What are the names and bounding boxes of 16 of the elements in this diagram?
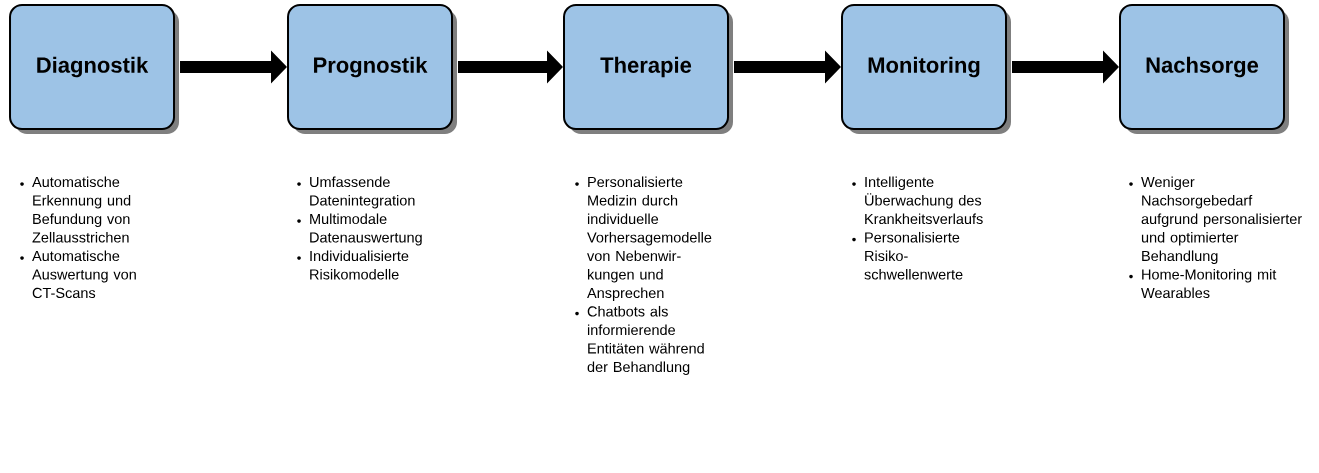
process-box: Monitoring xyxy=(841,4,1011,134)
bullet-item: Automatische Auswertung von CT-Scans xyxy=(32,250,136,299)
bullet-item: Weniger Nachsorgebedarf aufgrund personalisierter und optimierter Behandlung xyxy=(1141,176,1302,264)
bullet-item: Home-Monitoring mit Wearables xyxy=(1141,268,1277,299)
bullet-item: Personalisierte Risiko- schwellenwerte xyxy=(864,231,963,280)
process-box: Therapie xyxy=(563,4,733,134)
bullet-item: Chatbots als informierende Entitäten während der Behandlung xyxy=(587,305,704,375)
bullet-item: Umfassende Datenintegration xyxy=(310,176,415,209)
process-box: Nachsorge xyxy=(1119,4,1289,134)
bullet-item: Intelligente Überwachung des Krankheitsverlaufs xyxy=(865,176,983,225)
process-box: Prognostik xyxy=(287,4,457,134)
bullet-item: Personalisierte Medizin durch individuelle Vorhersagemodelle von Nebenwir- kungen und Ansprechen xyxy=(587,176,712,301)
process-box: Diagnostik xyxy=(9,4,179,134)
bullet-item: Individualisierte Risikomodelle xyxy=(310,250,409,280)
bullet-item: Automatische Erkennung und Befundung von Zellausstrichen xyxy=(32,176,131,243)
bullet-item: Multimodale Datenauswertung xyxy=(310,213,422,246)
